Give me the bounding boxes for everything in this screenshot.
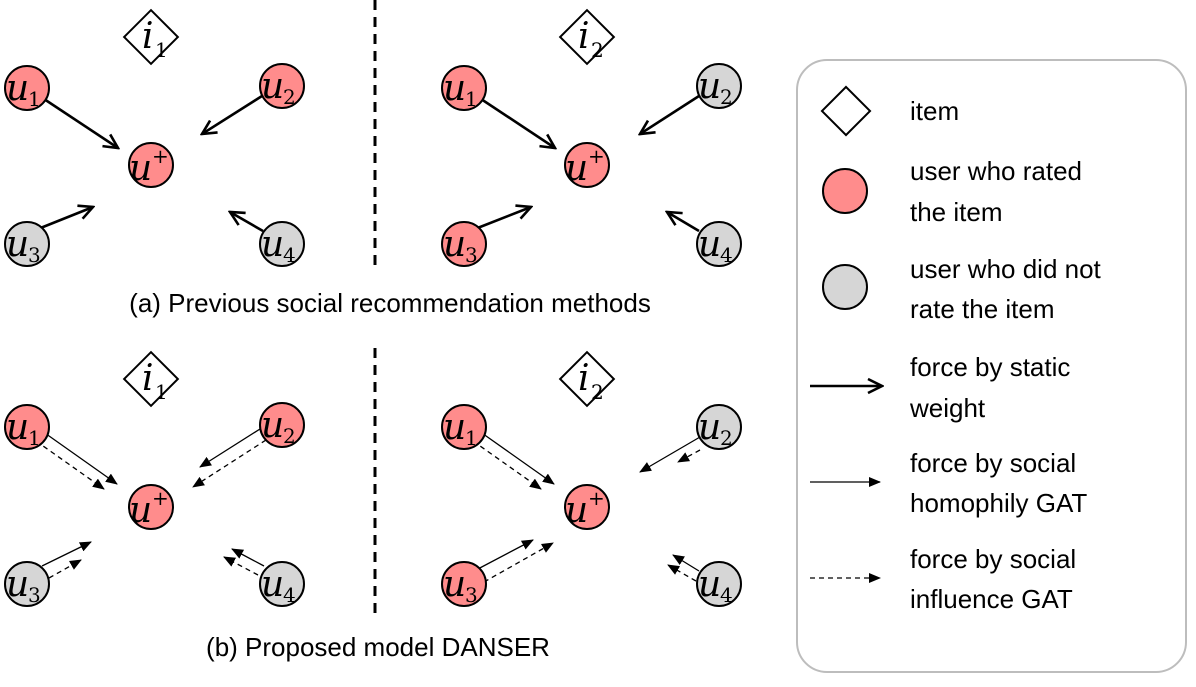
user-node-u2: u 2 [259,63,305,109]
svg-text:4: 4 [283,583,296,607]
user-node-u1: u 1 [441,65,487,111]
caption-b: (b) Proposed model DANSER [206,632,550,662]
svg-text:u: u [6,564,29,605]
svg-text:u: u [6,407,29,448]
svg-text:u: u [565,148,588,189]
legend-not-rated-icon [822,264,868,310]
legend-rated-label-1: user who rated [910,156,1082,186]
svg-text:u: u [6,68,29,109]
svg-text:i: i [142,358,154,399]
svg-text:3: 3 [28,243,41,267]
svg-text:+: + [588,144,605,168]
svg-text:3: 3 [28,583,41,607]
legend-influence-label-1: force by social [910,544,1076,574]
svg-text:u: u [443,68,466,109]
user-node-target: u + [564,142,610,189]
legend-not-rated-label-1: user who did not [910,254,1102,284]
svg-text:i: i [578,16,590,57]
user-node-u3: u 3 [441,221,487,267]
panel-b-left: i 1 u 1 u 2 u + u 3 u 4 [4,350,305,607]
legend-static-label-2: weight [909,393,986,423]
svg-text:u: u [698,224,721,265]
svg-text:u: u [6,224,29,265]
item-node-i1: i 1 [122,8,180,66]
svg-text:u: u [443,224,466,265]
legend-rated-icon [822,168,868,214]
legend-box [796,59,1187,673]
user-node-u1: u 1 [4,404,50,450]
user-node-u3: u 3 [441,561,487,607]
svg-text:+: + [152,486,169,510]
svg-text:u: u [443,564,466,605]
svg-text:3: 3 [465,583,478,607]
user-node-u2: u 2 [696,404,742,450]
item-node-i2: i 2 [558,350,616,408]
svg-text:2: 2 [283,424,296,448]
svg-text:1: 1 [155,380,168,404]
user-node-u3: u 3 [4,561,50,607]
svg-text:u: u [565,490,588,531]
svg-text:u: u [443,407,466,448]
svg-text:+: + [152,144,169,168]
svg-text:u: u [129,490,152,531]
svg-text:u: u [698,66,721,107]
svg-text:3: 3 [465,243,478,267]
panel-b-right: i 2 u 1 u 2 u + u 3 u 4 [441,350,742,607]
svg-text:1: 1 [28,87,41,111]
user-node-u4: u 4 [259,221,305,267]
user-node-u1: u 1 [441,404,487,450]
item-node-i2: i 2 [558,8,616,66]
legend-item-icon [820,85,872,137]
svg-text:2: 2 [591,380,604,404]
legend-rated-label-2: the item [910,197,1003,227]
user-node-u3: u 3 [4,221,50,267]
user-node-u2: u 2 [259,402,305,448]
user-node-u2: u 2 [696,63,742,109]
svg-text:i: i [578,358,590,399]
legend-homophily-label-2: homophily GAT [910,488,1087,518]
legend-item-label: item [910,96,959,126]
legend: item user who rated the item user who di… [796,59,1187,673]
caption-a: (a) Previous social recommendation metho… [129,288,651,318]
user-node-u4: u 4 [259,561,305,607]
svg-text:+: + [588,486,605,510]
legend-influence-label-2: influence GAT [910,584,1073,614]
legend-not-rated-label-2: rate the item [910,294,1055,324]
user-node-u4: u 4 [696,221,742,267]
svg-text:u: u [698,407,721,448]
svg-text:u: u [698,564,721,605]
svg-text:2: 2 [720,85,733,109]
svg-text:u: u [261,66,284,107]
svg-text:u: u [261,405,284,446]
user-node-u1: u 1 [4,65,50,111]
svg-text:4: 4 [720,243,733,267]
item-node-i1: i 1 [122,350,180,408]
svg-text:1: 1 [465,87,478,111]
svg-text:4: 4 [720,583,733,607]
svg-text:2: 2 [591,38,604,62]
svg-text:u: u [261,564,284,605]
svg-text:4: 4 [283,243,296,267]
user-node-u4: u 4 [696,561,742,607]
panel-a-right: i 2 u 1 u 2 u + u 3 u 4 [441,8,742,267]
svg-text:2: 2 [283,85,296,109]
svg-text:u: u [261,224,284,265]
legend-homophily-label-1: force by social [910,448,1076,478]
panel-a-left: i 1 u 1 u 2 u + u 3 u 4 [4,8,305,267]
svg-text:1: 1 [155,38,168,62]
user-node-target: u + [128,484,174,531]
svg-text:2: 2 [720,426,733,450]
svg-text:1: 1 [465,426,478,450]
user-node-target: u + [564,484,610,531]
svg-text:1: 1 [28,426,41,450]
svg-text:u: u [129,148,152,189]
svg-text:i: i [142,16,154,57]
user-node-target: u + [128,142,174,189]
legend-static-label-1: force by static [910,352,1070,382]
